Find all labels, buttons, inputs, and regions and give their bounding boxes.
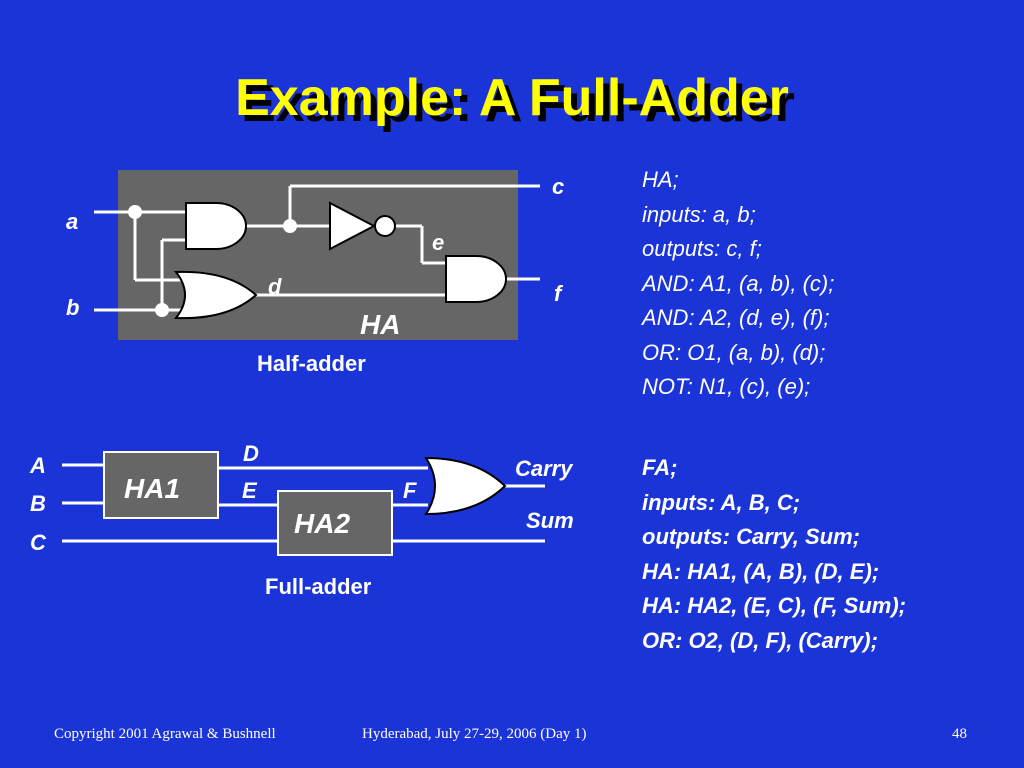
and-gate-a2	[445, 255, 507, 303]
netlist-line: HA: HA2, (E, C), (F, Sum);	[642, 593, 906, 618]
carry-label: Carry	[515, 456, 574, 481]
netlist-line: AND: A1, (a, b), (c);	[642, 270, 835, 296]
signal-B-label: B	[30, 491, 46, 516]
netlist-line: FA;	[642, 455, 678, 480]
netlist-line: inputs: A, B, C;	[642, 489, 801, 515]
netlist-line: OR: O1, (a, b), (d);	[642, 339, 826, 365]
ha2-block	[277, 490, 393, 556]
signal-A-label: A	[29, 453, 46, 478]
slide-title-shadow: Example: A Full-Adder	[241, 75, 795, 133]
half-adder-diagram: a b c e d f HA	[66, 170, 564, 340]
and-gate-a1	[185, 202, 247, 250]
ha2-label: HA2	[294, 508, 350, 539]
not-gate-n1	[329, 201, 377, 251]
signal-D-label: D	[243, 441, 259, 466]
netlist-line: outputs: Carry, Sum;	[642, 524, 860, 549]
netlist-line: NOT: N1, (c), (e);	[642, 374, 811, 399]
netlist-line: AND: A2, (d, e), (f);	[642, 305, 830, 330]
netlist-line: outputs: c, f;	[642, 236, 762, 261]
junction-dot	[283, 219, 297, 233]
signal-e-label: e	[432, 230, 444, 255]
half-adder-netlist: HA; inputs: a, b; outputs: c, f; AND: A1…	[642, 163, 834, 405]
signal-C-label: C	[30, 530, 47, 555]
sum-label: Sum	[526, 508, 574, 533]
signal-b-label: b	[66, 295, 79, 320]
ha1-label: HA1	[124, 473, 180, 504]
netlist-line: inputs: a, b;	[642, 201, 756, 227]
signal-c-label: c	[552, 174, 564, 199]
ha-block-label: HA	[360, 309, 400, 340]
signal-E-label: E	[242, 478, 258, 503]
signal-F-label: F	[403, 478, 417, 503]
junction-dot	[155, 303, 169, 317]
signal-a-label: a	[66, 209, 78, 234]
footer-copyright: Copyright 2001 Agrawal & Bushnell	[54, 726, 276, 742]
signal-d-label: d	[268, 274, 282, 299]
not-bubble	[374, 215, 396, 237]
full-adder-netlist: FA; inputs: A, B, C; outputs: Carry, Sum…	[642, 451, 906, 658]
slide-title: Example: A Full-Adder	[235, 69, 789, 127]
netlist-line: HA: HA1, (A, B), (D, E);	[642, 558, 880, 584]
footer-event: Hyderabad, July 27-29, 2006 (Day 1)	[362, 726, 587, 742]
full-adder-diagram: HA1 HA2 A B C D E F Carry Sum	[29, 441, 574, 556]
full-adder-caption: Full-adder	[265, 574, 372, 599]
ha1-block	[103, 451, 219, 519]
junction-dot	[128, 205, 142, 219]
or-gate-o2	[424, 456, 507, 516]
or-gate-o1	[174, 270, 258, 320]
netlist-line: HA;	[642, 167, 679, 192]
signal-f-label: f	[554, 281, 564, 306]
netlist-line: OR: O2, (D, F), (Carry);	[642, 627, 878, 653]
page-number: 48	[952, 726, 967, 742]
half-adder-caption: Half-adder	[257, 351, 366, 376]
